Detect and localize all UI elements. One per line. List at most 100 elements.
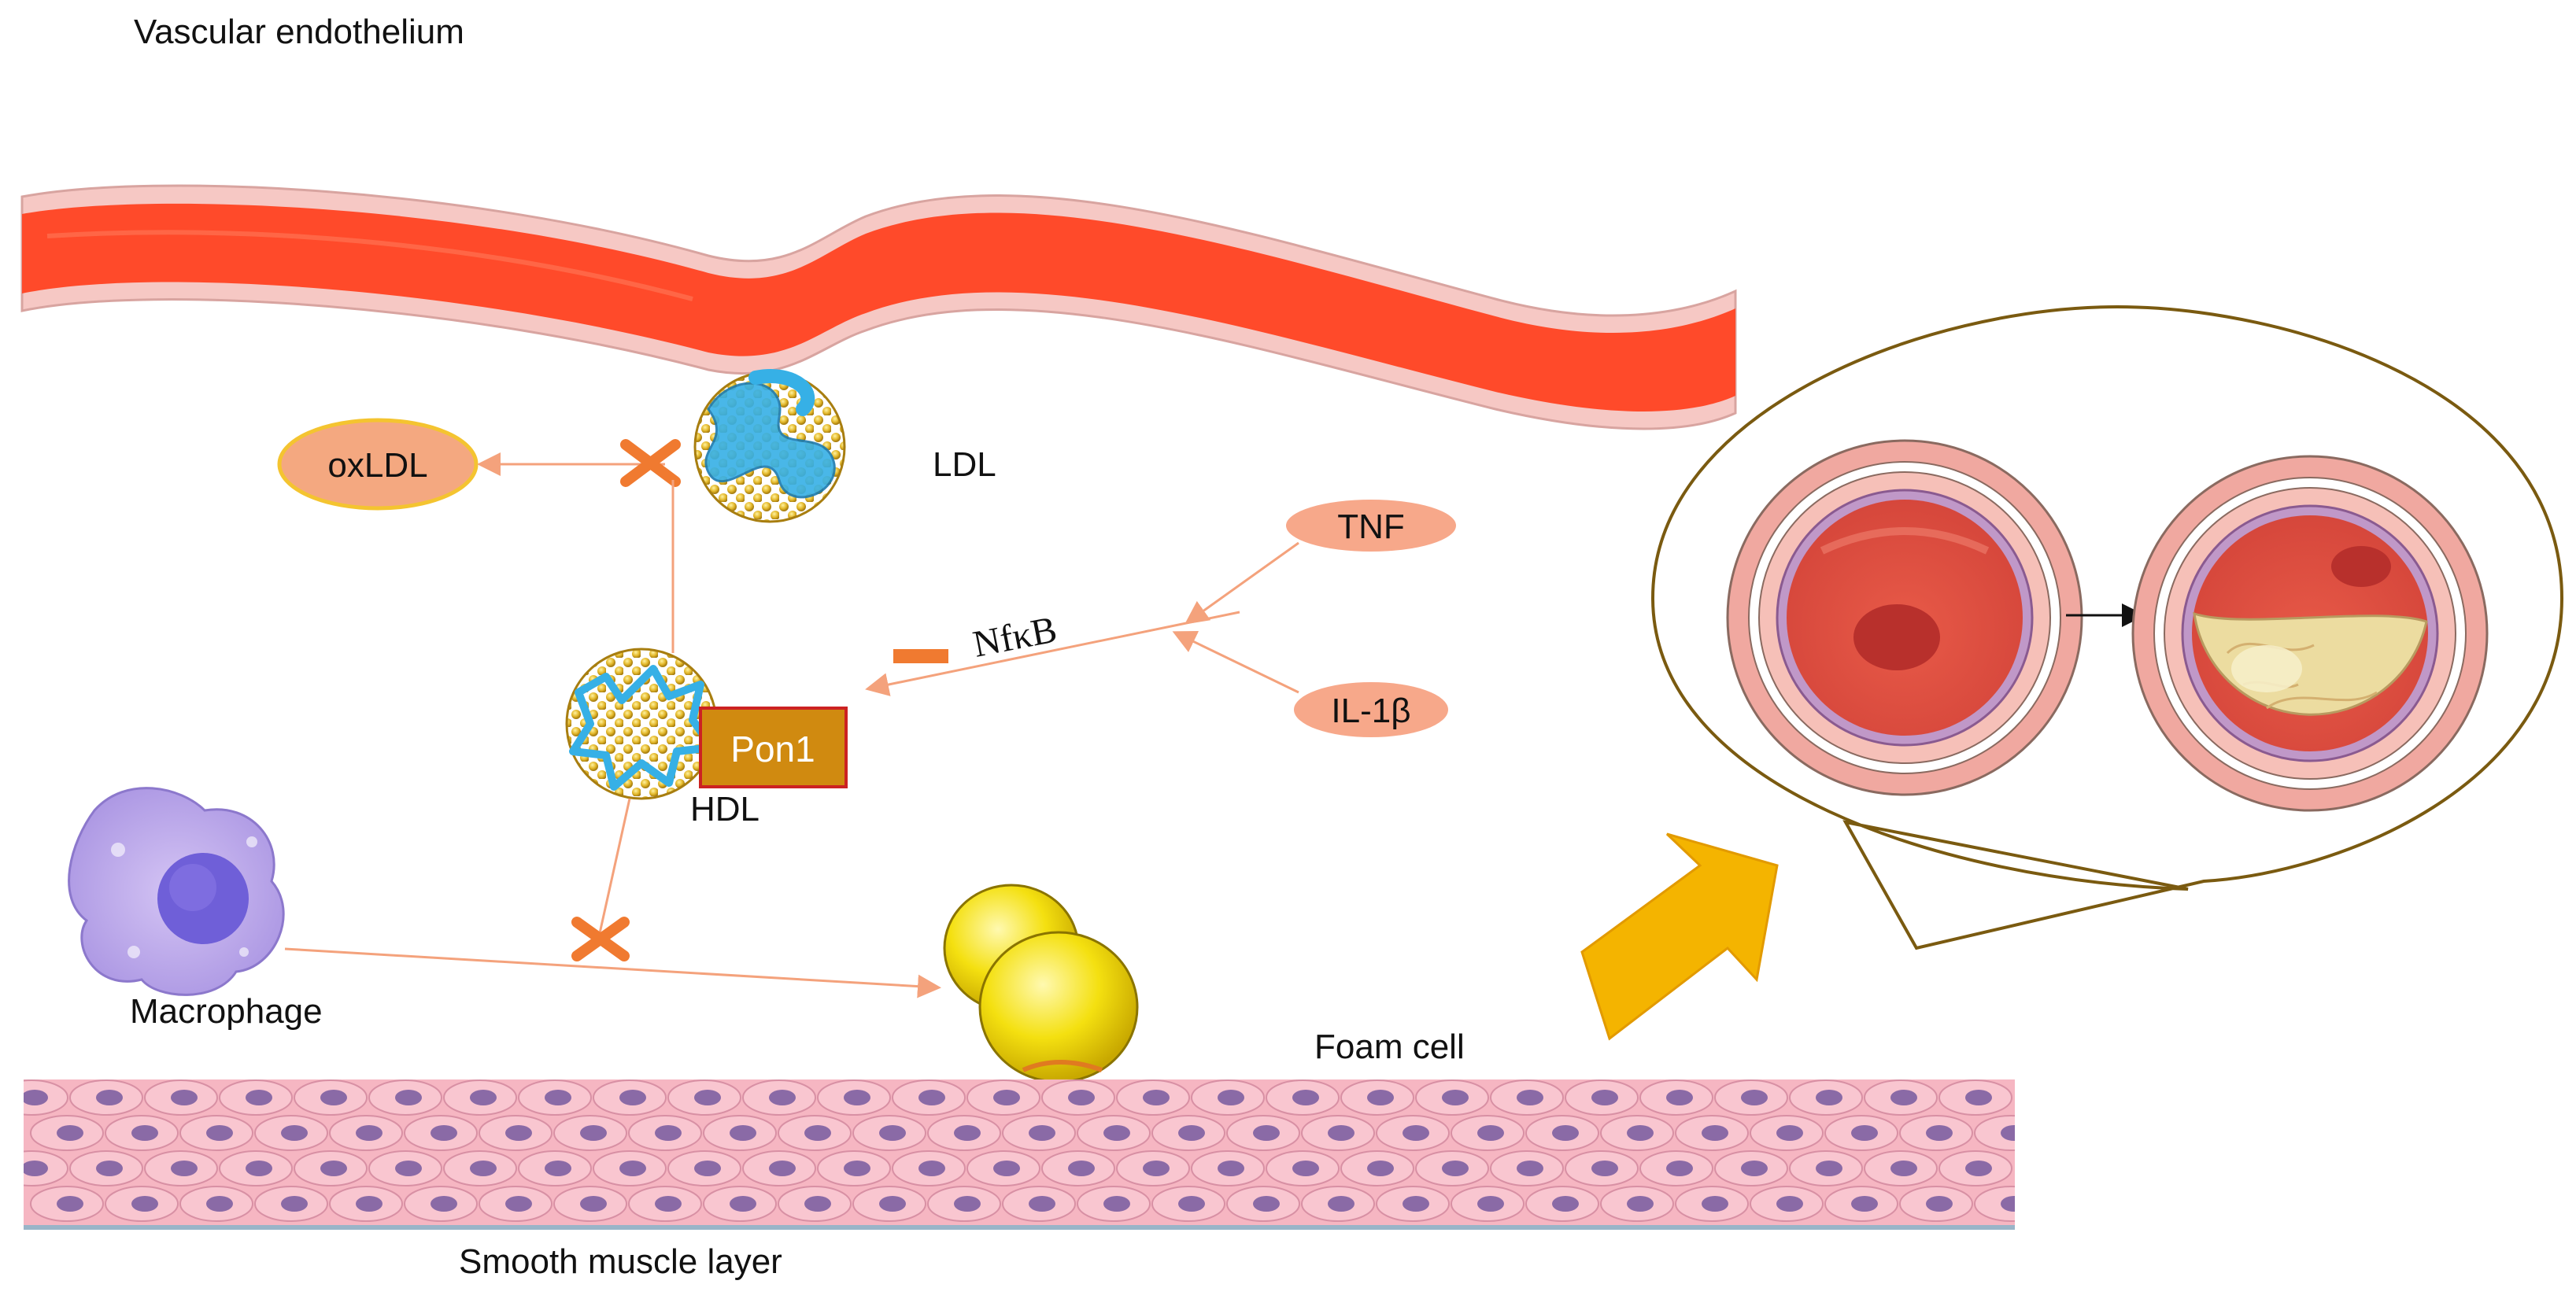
smooth-muscle-nucleus: [1103, 1125, 1130, 1141]
artery-plaque-cross-section-icon: [2131, 455, 2489, 812]
hdl-to-macrophage-connector: [597, 798, 631, 941]
pon1-box: Pon1: [699, 707, 848, 788]
smooth-muscle-nucleus: [281, 1196, 308, 1212]
macrophage-cell-icon: [68, 787, 285, 996]
smooth-muscle-nucleus: [320, 1090, 347, 1105]
smooth-muscle-nucleus: [1627, 1125, 1654, 1141]
smooth-muscle-nucleus: [993, 1090, 1020, 1105]
smooth-muscle-nucleus: [1403, 1125, 1429, 1141]
smooth-muscle-nucleus: [1851, 1196, 1878, 1212]
smooth-muscle-nucleus: [1292, 1090, 1319, 1105]
smooth-muscle-nucleus: [505, 1196, 532, 1212]
ldl-oxidation-block-icon: [620, 439, 681, 487]
smooth-muscle-nucleus: [769, 1090, 796, 1105]
smooth-muscle-nucleus: [694, 1161, 721, 1176]
smooth-muscle-nucleus: [470, 1090, 497, 1105]
smooth-muscle-nucleus: [171, 1161, 198, 1176]
smooth-muscle-nucleus: [730, 1196, 756, 1212]
smooth-muscle-nucleus: [1776, 1125, 1803, 1141]
il1b-node: IL-1β: [1294, 682, 1448, 737]
smooth-muscle-nucleus: [171, 1090, 198, 1105]
smooth-muscle-nucleus: [57, 1125, 83, 1141]
smooth-muscle-nucleus: [2001, 1125, 2015, 1141]
il1b-arrow: [1172, 630, 1299, 694]
il1b-label: IL-1β: [1331, 692, 1410, 730]
smooth-muscle-nucleus: [1591, 1161, 1618, 1176]
smooth-muscle-nucleus: [619, 1090, 646, 1105]
hdl-label: HDL: [690, 790, 759, 828]
smooth-muscle-nucleus: [1328, 1125, 1355, 1141]
smooth-muscle-nucleus: [57, 1196, 83, 1212]
smooth-muscle-nucleus: [545, 1161, 571, 1176]
smooth-muscle-nucleus: [1103, 1196, 1130, 1212]
smooth-muscle-nucleus: [1517, 1161, 1543, 1176]
smooth-muscle-nucleus: [694, 1090, 721, 1105]
smooth-muscle-nucleus: [246, 1090, 272, 1105]
smooth-muscle-nucleus: [1552, 1125, 1579, 1141]
smooth-muscle-nucleus: [1367, 1161, 1394, 1176]
smooth-muscle-nucleus: [356, 1196, 383, 1212]
smooth-muscle-nucleus: [320, 1161, 347, 1176]
smooth-muscle-nucleus: [1552, 1196, 1579, 1212]
smooth-muscle-nucleus: [96, 1161, 123, 1176]
oxldl-node: oxLDL: [277, 418, 479, 511]
vascular-endothelium-label: Vascular endothelium: [134, 13, 464, 51]
smooth-muscle-nucleus: [1741, 1161, 1768, 1176]
smooth-muscle-nucleus: [1890, 1161, 1917, 1176]
foam-cell-icon: [943, 884, 1139, 1083]
smooth-muscle-nucleus: [1851, 1125, 1878, 1141]
smooth-muscle-nucleus: [1292, 1161, 1319, 1176]
foam-cell-label: Foam cell: [1314, 1028, 1465, 1066]
smooth-muscle-nucleus: [395, 1161, 422, 1176]
smooth-muscle-nucleus: [505, 1125, 532, 1141]
smooth-muscle-nucleus: [1143, 1090, 1170, 1105]
smooth-muscle-nucleus: [844, 1090, 870, 1105]
smooth-muscle-nucleus: [545, 1090, 571, 1105]
smooth-muscle-nucleus: [1926, 1196, 1953, 1212]
macrophage-label: Macrophage: [130, 992, 323, 1031]
smooth-muscle-nucleus: [619, 1161, 646, 1176]
smooth-muscle-nucleus: [1816, 1161, 1842, 1176]
smooth-muscle-nucleus: [281, 1125, 308, 1141]
smooth-muscle-nucleus: [395, 1090, 422, 1105]
smooth-muscle-nucleus: [1068, 1090, 1095, 1105]
smooth-muscle-cell: [1974, 1186, 2015, 1222]
smooth-muscle-nucleus: [879, 1125, 906, 1141]
smooth-muscle-nucleus: [1965, 1161, 1992, 1176]
smooth-muscle-nucleus: [1143, 1161, 1170, 1176]
smooth-muscle-nucleus: [431, 1196, 457, 1212]
smooth-muscle-nucleus: [804, 1196, 831, 1212]
smooth-muscle-nucleus: [431, 1125, 457, 1141]
blood-vessel: [20, 184, 1737, 430]
smooth-muscle-nucleus: [131, 1125, 158, 1141]
smooth-muscle-nucleus: [1367, 1090, 1394, 1105]
smooth-muscle-nucleus: [1741, 1090, 1768, 1105]
smooth-muscle-nucleus: [246, 1161, 272, 1176]
smooth-muscle-nucleus: [804, 1125, 831, 1141]
smooth-muscle-nucleus: [1776, 1196, 1803, 1212]
hdl-particle-icon: [565, 648, 718, 800]
tnf-arrow: [1185, 541, 1299, 625]
smooth-muscle-nucleus: [844, 1161, 870, 1176]
smooth-muscle-nucleus: [580, 1125, 607, 1141]
smooth-muscle-nucleus: [1890, 1090, 1917, 1105]
smooth-muscle-nucleus: [954, 1196, 981, 1212]
smooth-muscle-nucleus: [1218, 1161, 1244, 1176]
smooth-muscle-nucleus: [1442, 1161, 1469, 1176]
nfkb-label: NfκB: [970, 608, 1060, 665]
smooth-muscle-nucleus: [1666, 1090, 1693, 1105]
smooth-muscle-nucleus: [1666, 1161, 1693, 1176]
smooth-muscle-nucleus: [1702, 1196, 1728, 1212]
oxldl-label: oxLDL: [327, 446, 427, 485]
nfkb-inhibit-icon: [893, 649, 948, 663]
smooth-muscle-nucleus: [655, 1125, 682, 1141]
smooth-muscle-nucleus: [1627, 1196, 1654, 1212]
smooth-muscle-nucleus: [655, 1196, 682, 1212]
macrophage-to-foam-cell-arrow: [284, 947, 941, 998]
smooth-muscle-nucleus: [1253, 1125, 1280, 1141]
smooth-muscle-nucleus: [769, 1161, 796, 1176]
smooth-muscle-nucleus: [24, 1161, 48, 1176]
smooth-muscle-nucleus: [1442, 1090, 1469, 1105]
progression-arrow-icon: [1580, 832, 1779, 1041]
artery-cross-section-icon: [1726, 439, 2083, 796]
